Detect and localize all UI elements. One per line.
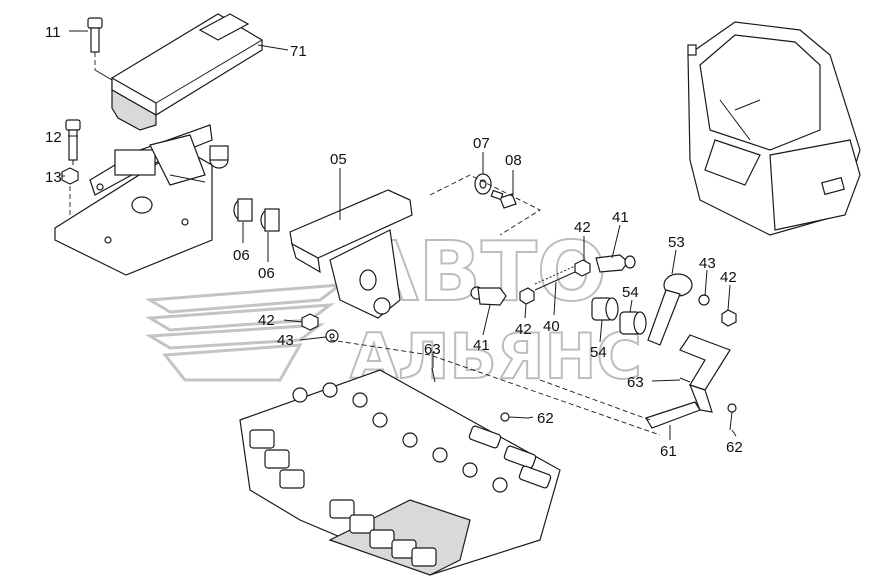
callout-71: 71 (290, 43, 307, 60)
screw-part-62b (727, 403, 737, 431)
callout-54a: 54 (622, 284, 639, 301)
plate-part-61 (645, 401, 701, 429)
callout-54b: 54 (590, 344, 607, 361)
callout-62a: 62 (537, 410, 554, 427)
callout-08: 08 (505, 152, 522, 169)
callout-41b: 41 (473, 337, 490, 354)
watermark: АВТО АЛЬЯНС (145, 224, 643, 394)
dash-line-plate (539, 379, 651, 421)
callout-12: 12 (45, 129, 62, 146)
callout-41a: 41 (612, 209, 629, 226)
bolt-part-12 (65, 119, 81, 165)
callout-labels: 11 71 12 13 05 07 08 06 06 42 41 53 43 4… (45, 24, 743, 460)
nut-part-13 (61, 167, 79, 215)
callout-42b: 42 (720, 269, 737, 286)
bolt-part-11 (87, 17, 113, 81)
screw-part-62a (500, 412, 529, 422)
valve-spools (249, 382, 552, 567)
cover-part-71 (111, 13, 263, 131)
leader-lines (62, 30, 737, 440)
excavator-cab-thumbnail (687, 21, 861, 236)
callout-43b: 43 (277, 332, 294, 349)
dash-line-07 (429, 174, 541, 236)
lever-part-53 (647, 273, 737, 346)
callout-61: 61 (660, 443, 677, 460)
washer-part-43-left (325, 329, 339, 343)
bracket-plate (54, 124, 229, 276)
callout-06a: 06 (233, 247, 250, 264)
callout-62b: 62 (726, 439, 743, 456)
watermark-logo (145, 283, 346, 382)
lever-arm (679, 334, 731, 413)
callout-63b: 63 (627, 374, 644, 391)
nut-part-42-left (301, 313, 319, 331)
callout-43a: 43 (699, 255, 716, 272)
callout-53: 53 (668, 234, 685, 251)
bushing-part-54a (591, 297, 619, 321)
callout-63a: 63 (424, 341, 441, 358)
callout-05: 05 (330, 151, 347, 168)
bushing-part-54b (619, 311, 647, 335)
callout-42d: 42 (515, 321, 532, 338)
pedal-part-05 (289, 189, 413, 319)
callout-40: 40 (543, 318, 560, 335)
pin-part-63a (431, 367, 436, 383)
dash-line-assembly (329, 339, 661, 436)
rod-assembly (470, 254, 636, 306)
bushing-part-06a (233, 198, 253, 222)
control-valve-block (239, 369, 561, 576)
callout-11: 11 (45, 24, 61, 41)
callout-06b: 06 (258, 265, 275, 282)
callout-13: 13 (45, 169, 62, 186)
callout-42a: 42 (574, 219, 591, 236)
bolt-part-08 (490, 189, 517, 209)
pin-part-63b (679, 377, 691, 383)
callout-07: 07 (473, 135, 490, 152)
bushing-part-06b (260, 208, 280, 232)
callout-42c: 42 (258, 312, 275, 329)
